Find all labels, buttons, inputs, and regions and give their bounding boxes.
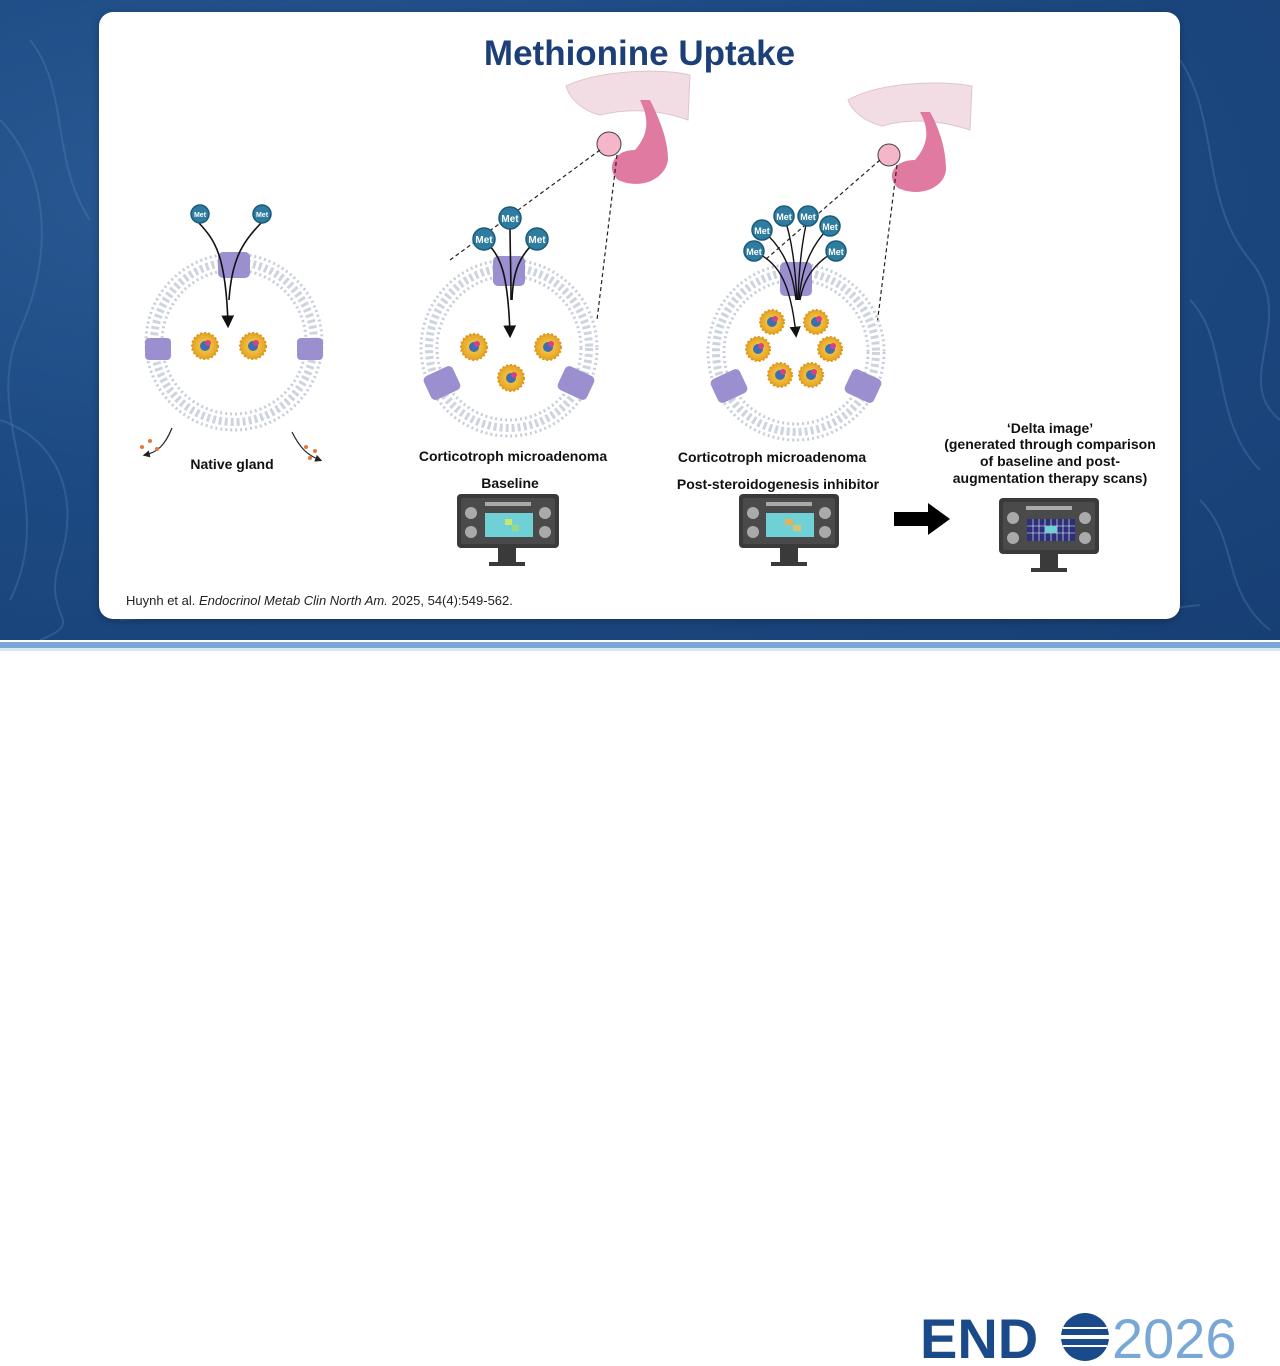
granule-icon	[759, 309, 785, 335]
granule-icon	[745, 336, 771, 362]
methionine-molecule-icon: Met	[751, 219, 773, 241]
granule-icon	[767, 362, 793, 388]
granule-icon	[191, 332, 219, 360]
baseline-panel: Met Met Met	[419, 70, 691, 566]
met-label: Met	[776, 212, 792, 222]
met-label: Met	[501, 214, 519, 225]
met-label: Met	[528, 235, 546, 246]
methionine-molecule-icon: Met	[797, 205, 819, 227]
granule-icon	[239, 332, 267, 360]
methionine-molecule-icon: Met	[525, 227, 549, 251]
met-label: Met	[822, 222, 838, 232]
met-label: Met	[194, 212, 207, 219]
native-gland-panel: Met Met	[140, 204, 324, 462]
methionine-molecule-icon: Met	[773, 205, 795, 227]
granule-icon	[798, 362, 824, 388]
transporter-icon	[145, 338, 171, 360]
monitor-icon	[457, 494, 559, 566]
cell-membrane-icon	[144, 252, 324, 432]
globe-icon	[1061, 1313, 1109, 1361]
endo-2026-logo: END 2026	[920, 1307, 1237, 1366]
post-inhibitor-panel: Met Met Met Met Met Met	[706, 82, 973, 566]
footer-stripe	[0, 642, 1280, 648]
arrow-right-icon	[894, 503, 950, 535]
transporter-icon	[710, 369, 748, 403]
native-gland-label: Native gland	[190, 456, 274, 472]
citation-journal: Endocrinol Metab Clin North Am.	[199, 593, 388, 608]
met-label: Met	[746, 247, 762, 257]
granule-icon	[460, 333, 488, 361]
methionine-molecule-icon: Met	[819, 215, 841, 237]
slide-title: Methionine Uptake	[483, 34, 796, 73]
delta-label-line2: (generated through comparison	[944, 436, 1156, 452]
footer: END 2026	[0, 651, 1280, 1366]
met-label: Met	[828, 247, 844, 257]
methionine-molecule-icon: Met	[252, 204, 272, 224]
delta-label-line3: of baseline and post-	[979, 453, 1120, 469]
met-label: Met	[754, 226, 770, 236]
granule-icon	[534, 333, 562, 361]
methionine-molecule-icon: Met	[498, 206, 522, 230]
baseline-label-line1: Corticotroph microadenoma	[418, 448, 608, 464]
pituitary-gland-icon	[847, 82, 973, 192]
methionine-molecule-icon: Met	[825, 240, 847, 262]
granule-icon	[497, 364, 525, 392]
delta-label-line1: ‘Delta image’	[1006, 420, 1094, 436]
baseline-label-line2: Baseline	[481, 475, 539, 491]
transporter-icon	[423, 366, 461, 400]
diagram-canvas: Met Met	[140, 70, 1099, 572]
transporter-icon	[844, 369, 882, 403]
met-label: Met	[256, 212, 269, 219]
transporter-icon	[297, 338, 323, 360]
delta-label-line4: augmentation therapy scans)	[952, 470, 1148, 486]
granule-icon	[817, 336, 843, 362]
transporter-icon	[557, 366, 595, 400]
logo-year-text: 2026	[1112, 1307, 1237, 1366]
pituitary-gland-icon	[565, 70, 691, 184]
met-label: Met	[800, 212, 816, 222]
citation: Huynh et al. Endocrinol Metab Clin North…	[126, 593, 513, 608]
citation-authors: Huynh et al.	[126, 593, 199, 608]
cell-membrane-icon	[706, 262, 886, 442]
post-label-line2: Post-steroidogenesis inhibitor	[676, 476, 880, 492]
logo-brand-text: END	[920, 1307, 1038, 1366]
methionine-molecule-icon: Met	[472, 227, 496, 251]
methionine-molecule-icon: Met	[190, 204, 210, 224]
methionine-molecule-icon: Met	[743, 240, 765, 262]
monitor-icon	[999, 498, 1099, 572]
cell-membrane-icon	[419, 258, 599, 438]
monitor-icon	[739, 494, 839, 566]
met-label: Met	[475, 235, 493, 246]
granule-icon	[803, 309, 829, 335]
footer-stripe-light	[0, 648, 1280, 651]
post-label-line1: Corticotroph microadenoma	[677, 449, 867, 465]
citation-details: 2025, 54(4):549-562.	[387, 593, 513, 608]
